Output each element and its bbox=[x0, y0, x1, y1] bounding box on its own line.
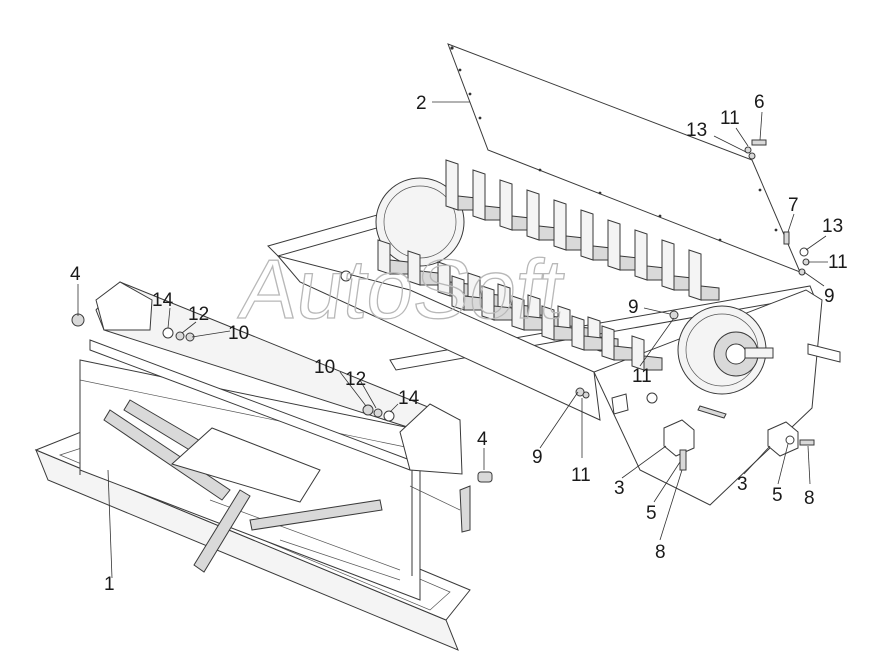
knife-blade bbox=[472, 169, 486, 221]
cover-plate bbox=[447, 43, 801, 273]
callout-5: 5 bbox=[772, 485, 783, 506]
knife-blade bbox=[661, 239, 675, 291]
knife-holder bbox=[700, 285, 720, 301]
callout-12: 12 bbox=[188, 304, 209, 325]
knife-holder bbox=[583, 335, 603, 351]
callout-6: 6 bbox=[754, 92, 765, 113]
callout-3: 3 bbox=[614, 478, 625, 499]
callout-10: 10 bbox=[314, 357, 335, 378]
knife-blade bbox=[571, 315, 585, 351]
callout-11: 11 bbox=[632, 366, 652, 387]
knife-blade bbox=[526, 189, 540, 241]
callout-10: 10 bbox=[228, 323, 249, 344]
tray-assembly bbox=[34, 281, 471, 651]
callout-12: 12 bbox=[345, 369, 366, 390]
knife-blade bbox=[580, 209, 594, 261]
callout-9: 9 bbox=[824, 286, 835, 307]
knife-blade bbox=[634, 229, 648, 281]
callout-1: 1 bbox=[104, 574, 115, 595]
knife-blade bbox=[607, 219, 621, 271]
knife-holder bbox=[613, 345, 633, 361]
callout-4: 4 bbox=[477, 429, 488, 450]
callout-13: 13 bbox=[686, 120, 707, 141]
callout-4: 4 bbox=[70, 264, 81, 285]
knife-blade bbox=[601, 325, 615, 361]
callout-labels: 1 2 3 3 4 4 5 5 6 7 8 8 9 9 9 9 10 10 11… bbox=[70, 92, 848, 595]
knife-holder bbox=[643, 355, 663, 371]
callout-2: 2 bbox=[416, 93, 427, 114]
knife-blade bbox=[445, 159, 459, 211]
callout-9: 9 bbox=[532, 447, 543, 468]
callout-8: 8 bbox=[804, 488, 815, 509]
fasteners bbox=[71, 139, 815, 483]
callout-14: 14 bbox=[398, 388, 420, 409]
knife-blade bbox=[499, 179, 513, 231]
callout-9: 9 bbox=[628, 297, 639, 318]
callout-14: 14 bbox=[152, 290, 174, 311]
callout-7: 7 bbox=[788, 195, 799, 216]
knife-blade bbox=[688, 249, 702, 301]
leader-lines bbox=[77, 101, 828, 579]
watermark-text: AutoSoft bbox=[235, 242, 570, 336]
callout-11: 11 bbox=[571, 465, 591, 486]
callout-11: 11 bbox=[720, 108, 740, 129]
callout-11: 11 bbox=[828, 252, 848, 273]
rotor-knives bbox=[377, 159, 720, 371]
callout-13: 13 bbox=[822, 216, 843, 237]
callout-3: 3 bbox=[737, 474, 748, 495]
knife-blade bbox=[631, 335, 645, 371]
callout-5: 5 bbox=[646, 503, 657, 524]
callout-8: 8 bbox=[655, 542, 666, 563]
